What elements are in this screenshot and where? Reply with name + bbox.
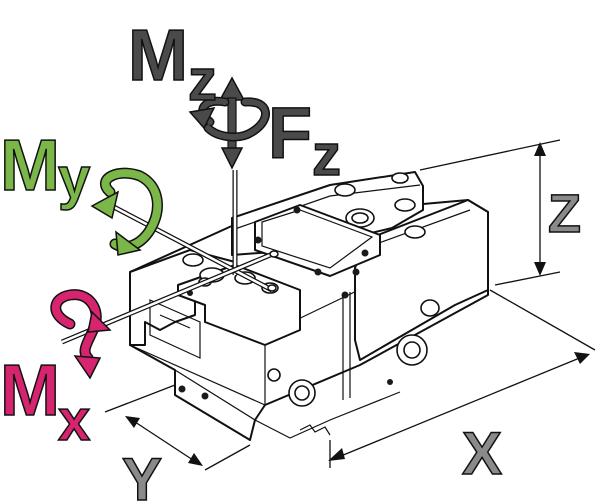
labels: M z F z M y M x Z X Y — [0, 15, 582, 503]
mz-label-main: M — [128, 16, 188, 96]
mx-label-sub: x — [58, 388, 90, 453]
mz-fz-arrows — [188, 76, 270, 170]
mz-label-sub: z — [188, 48, 217, 113]
fz-label-main: F — [268, 94, 312, 174]
x-dimension-line — [335, 356, 583, 459]
x-axis-label: X — [462, 420, 502, 487]
mx-label-main: M — [0, 351, 60, 431]
my-label-sub: y — [58, 146, 90, 211]
y-dimension-line — [131, 419, 197, 463]
fz-up-arrow-icon — [218, 76, 246, 101]
dimension-lines — [104, 139, 596, 471]
my-label-main: M — [0, 126, 60, 206]
y-axis-label: Y — [122, 446, 162, 503]
z-axis-label: Z — [548, 184, 581, 244]
mx-arrow — [50, 289, 112, 380]
gripper-body — [129, 171, 489, 441]
my-arrow — [90, 167, 163, 256]
fz-label-sub: z — [312, 123, 341, 188]
fz-down-arrow-icon — [220, 147, 244, 170]
